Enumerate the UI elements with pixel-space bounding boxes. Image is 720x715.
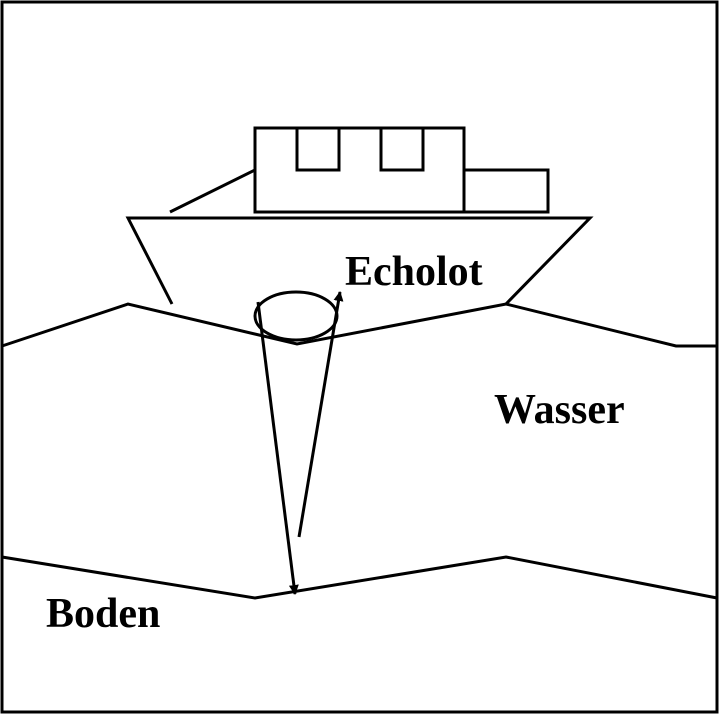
boden-label: Boden bbox=[46, 591, 160, 637]
water-surface-line bbox=[1, 302, 717, 348]
wasser-label: Wasser bbox=[494, 387, 625, 433]
ship-cabin bbox=[253, 126, 466, 214]
ship-window-right bbox=[379, 128, 425, 172]
sound-pulse-arrow-down bbox=[256, 301, 299, 595]
seabed-line bbox=[1, 555, 718, 600]
ship-hull bbox=[125, 216, 594, 306]
ship-window-left bbox=[295, 128, 341, 172]
ship-railing bbox=[169, 168, 256, 214]
echolot-label: Echolot bbox=[345, 249, 483, 295]
transducer-ellipse bbox=[253, 290, 339, 342]
echo-return-arrow-up bbox=[297, 291, 344, 538]
ship bbox=[125, 126, 594, 306]
ship-stern-deck bbox=[462, 168, 550, 214]
